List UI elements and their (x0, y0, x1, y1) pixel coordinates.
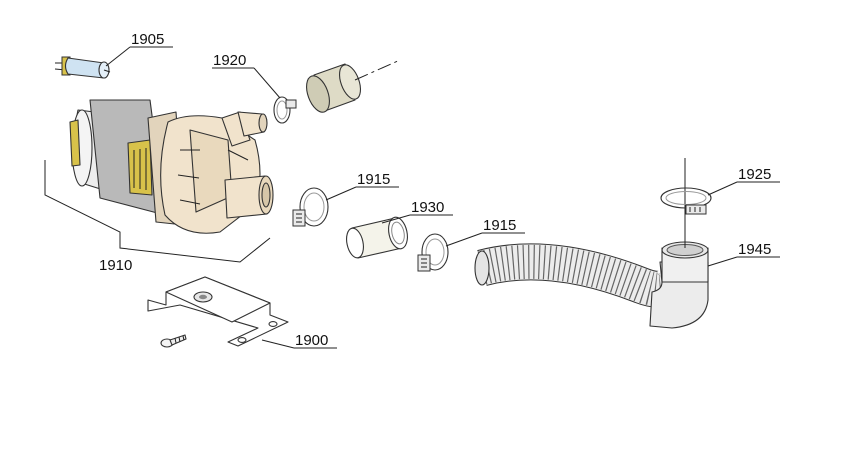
drain-hose (474, 241, 709, 329)
callout-1900: 1900 (295, 332, 328, 349)
callout-1915-right: 1915 (483, 217, 516, 234)
connector-tube-top (306, 63, 362, 113)
small-clamp (273, 96, 297, 124)
hose-clamp-right (417, 233, 449, 272)
callout-1925: 1925 (738, 166, 771, 183)
callout-1915-left: 1915 (357, 171, 390, 188)
callout-1920: 1920 (213, 52, 246, 69)
top-axis-line (354, 59, 401, 81)
mounting-bracket (147, 276, 289, 347)
connector-tube (346, 216, 408, 259)
pump-motor-bracket-line (44, 160, 271, 263)
callout-1910: 1910 (99, 257, 132, 274)
callout-1945: 1945 (738, 241, 771, 258)
hose-clamp-left (292, 187, 329, 227)
hose-clamp-top (660, 187, 712, 215)
callout-1930: 1930 (411, 199, 444, 216)
pump-motor (69, 99, 274, 234)
capacitor (54, 56, 111, 79)
screw (160, 334, 187, 348)
callout-1905: 1905 (131, 31, 164, 48)
